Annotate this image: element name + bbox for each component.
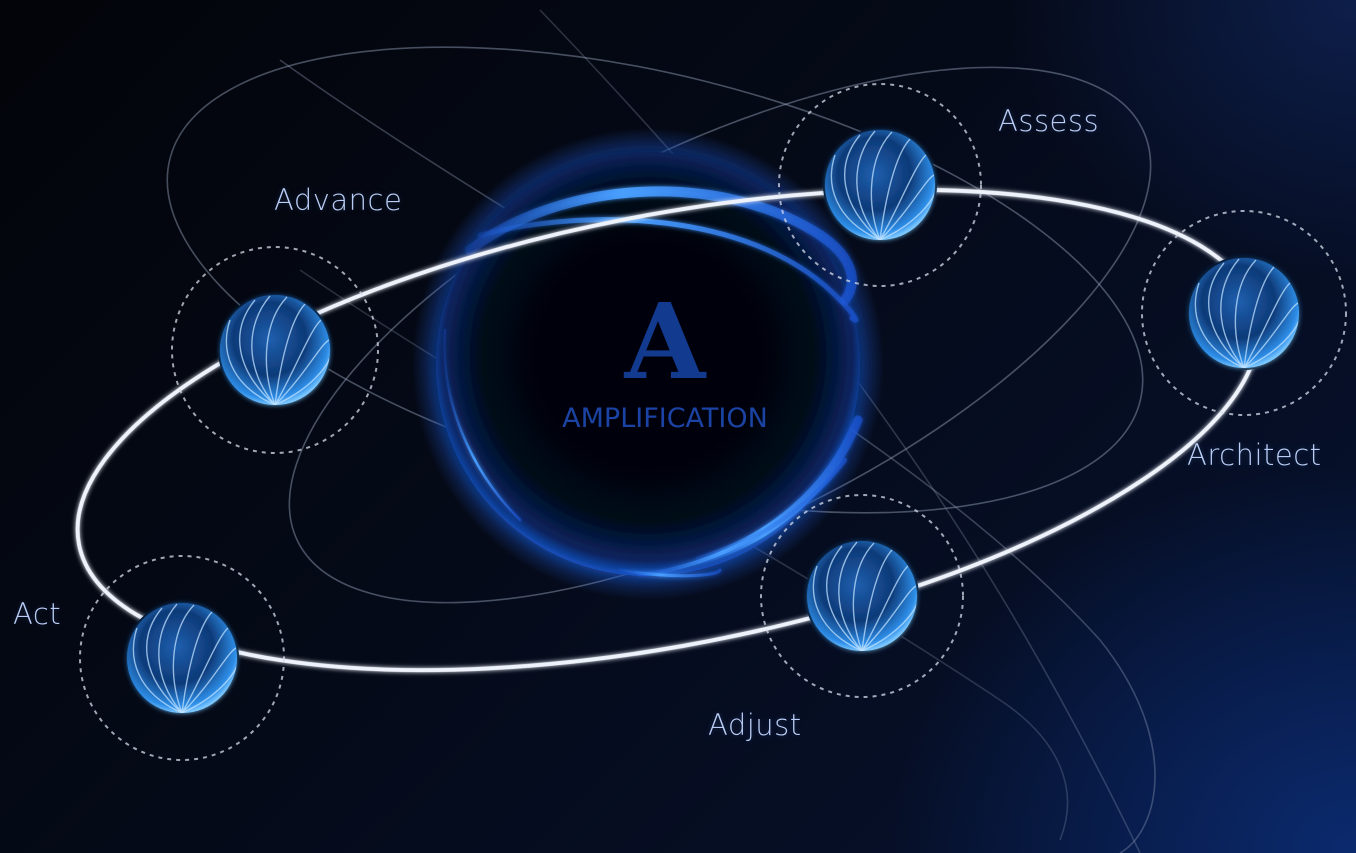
center-logo: A AMPLIFICATION [540,290,790,460]
stage-label-act: Act [13,597,62,631]
node-advance [171,246,379,454]
stage-label-advance: Advance [274,183,403,217]
stage-label-adjust: Adjust [708,708,802,742]
node-adjust [760,494,964,698]
node-act [79,555,285,761]
central-sphere [412,128,884,600]
logo-word: AMPLIFICATION [562,403,768,434]
logo-letter: A [624,280,706,403]
node-architect [1141,210,1347,416]
stage-label-assess: Assess [998,104,1100,138]
stage-label-architect: Architect [1187,438,1322,472]
node-assess [778,83,982,287]
stage-nodes [79,83,1347,761]
